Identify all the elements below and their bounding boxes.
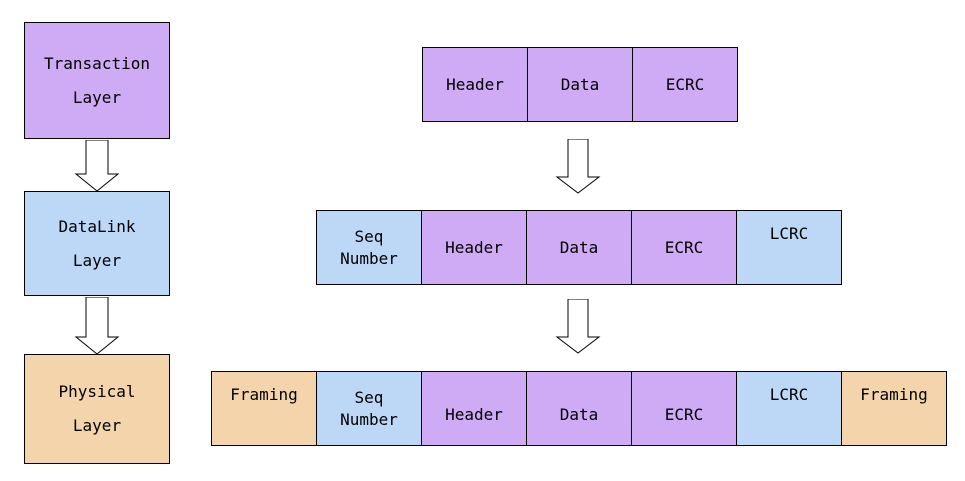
transaction-packet-field-header: Header (422, 47, 528, 122)
down-arrow-icon (555, 139, 601, 194)
datalink-layer-label-line2: Layer (72, 250, 122, 270)
datalink-packet-field-header: Header (421, 210, 527, 285)
down-arrow-icon (74, 140, 120, 192)
physical-packet-field-framing: Framing (841, 371, 947, 446)
physical-packet-field-framing: Framing (211, 371, 317, 446)
physical-packet-field-header: Header (421, 371, 527, 446)
physical-layer-box: Physical Layer (24, 354, 170, 464)
physical-packet-field-seq-number: Seq Number (316, 371, 422, 446)
transaction-layer-label-line2: Layer (72, 87, 122, 107)
down-arrow-icon (74, 297, 120, 355)
physical-packet-field-data: Data (526, 371, 632, 446)
datalink-packet-field-ecrc: ECRC (631, 210, 737, 285)
physical-layer-label-line2: Layer (72, 416, 122, 435)
physical-layer-label-line1: Physical (58, 382, 136, 401)
datalink-packet-field-lcrc: LCRC (736, 210, 842, 285)
transaction-layer-box: Transaction Layer (24, 22, 170, 139)
down-arrow-icon (555, 299, 601, 354)
transaction-packet-field-data: Data (527, 47, 633, 122)
physical-packet-field-lcrc: LCRC (736, 371, 842, 446)
datalink-layer-box: DataLink Layer (24, 191, 170, 296)
datalink-packet-field-data: Data (526, 210, 632, 285)
transaction-layer-label-line1: Transaction (44, 53, 150, 73)
physical-packet-field-ecrc: ECRC (631, 371, 737, 446)
transaction-packet-field-ecrc: ECRC (632, 47, 738, 122)
datalink-packet-field-seq-number: Seq Number (316, 210, 422, 285)
datalink-layer-label-line1: DataLink (58, 216, 136, 236)
